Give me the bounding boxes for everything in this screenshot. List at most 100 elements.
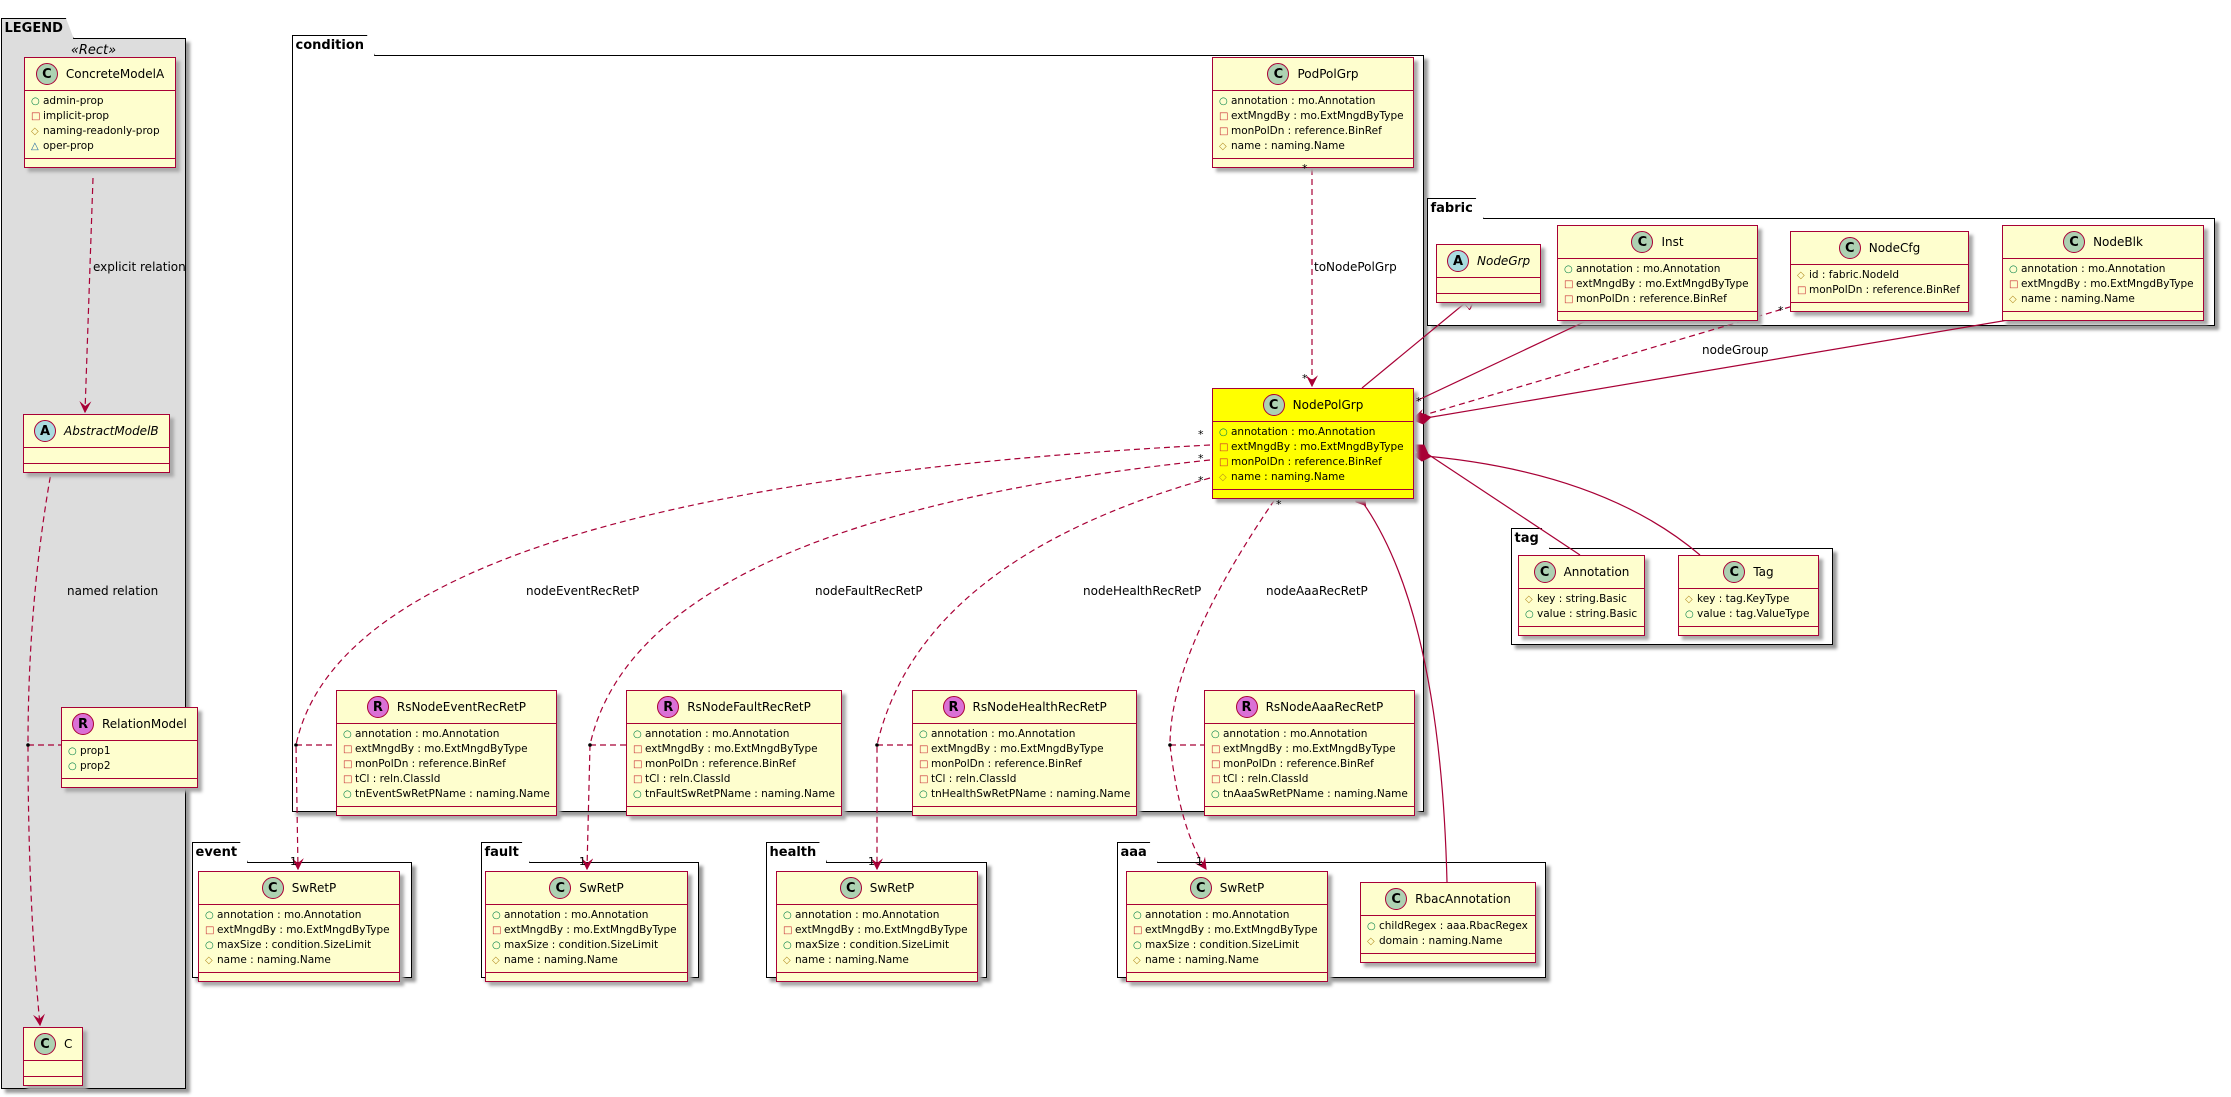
class-icon: C xyxy=(34,1033,56,1055)
private-icon: □ xyxy=(783,925,793,936)
class-attribute: ◇name : naming.Name xyxy=(492,953,681,968)
public-icon: ○ xyxy=(205,910,214,921)
class-name: Annotation xyxy=(1563,565,1630,579)
node-blk-line xyxy=(1412,312,2051,425)
class-header: R RsNodeHealthRecRetP xyxy=(913,691,1137,724)
attribute-text: name : naming.Name xyxy=(504,954,618,966)
class-attribute: ○annotation : mo.Annotation xyxy=(2009,262,2197,277)
public-icon: ○ xyxy=(633,789,642,800)
protected-icon: ◇ xyxy=(1685,594,1693,605)
private-icon: □ xyxy=(633,744,643,755)
class-methods xyxy=(1519,627,1644,635)
package-title: fabric xyxy=(1427,198,1484,219)
class-name: RsNodeHealthRecRetP xyxy=(972,700,1107,714)
package-legend: LEGEND «Rect» xyxy=(1,38,186,1089)
class-attribute: ○annotation : mo.Annotation xyxy=(633,727,835,742)
attribute-text: annotation : mo.Annotation xyxy=(1231,426,1376,438)
multiplicity: * xyxy=(1778,304,1784,317)
attribute-text: oper-prop xyxy=(43,140,94,152)
private-icon: □ xyxy=(205,925,215,936)
public-icon: ○ xyxy=(1219,96,1228,107)
relation-class-icon: R xyxy=(942,696,965,718)
private-icon: □ xyxy=(31,111,41,122)
class-attributes: ○prop1○prop2 xyxy=(62,741,197,779)
class-attribute: □extMngdBy : mo.ExtMngdByType xyxy=(1211,742,1408,757)
class-name: SwRetP xyxy=(869,881,915,895)
package-title: aaa xyxy=(1117,842,1158,863)
class-methods xyxy=(1558,312,1757,320)
class-attributes: ○annotation : mo.Annotation□extMngdBy : … xyxy=(1205,724,1414,807)
abstract-class-icon: A xyxy=(34,420,56,442)
attribute-text: prop2 xyxy=(80,760,111,772)
explicit-relation-label: explicit relation xyxy=(93,260,186,274)
class-icon: C xyxy=(1267,63,1290,85)
class-methods xyxy=(1213,490,1413,498)
class-attribute: ◇naming-readonly-prop xyxy=(31,124,169,139)
private-icon: □ xyxy=(919,774,929,785)
class-attribute: □extMngdBy : mo.ExtMngdByType xyxy=(783,923,971,938)
multiplicity: 1 xyxy=(290,855,297,868)
class-attributes: ◇id : fabric.NodeId□monPolDn : reference… xyxy=(1791,265,1968,303)
package-title: condition xyxy=(292,35,376,56)
class-attribute: ○annotation : mo.Annotation xyxy=(492,908,681,923)
attribute-text: key : string.Basic xyxy=(1537,593,1627,605)
class-methods xyxy=(24,464,169,472)
class-methods xyxy=(913,807,1136,815)
class-attribute: □extMngdBy : mo.ExtMngdByType xyxy=(1564,277,1751,292)
class-methods xyxy=(486,973,687,981)
public-icon: ○ xyxy=(633,729,642,740)
protected-icon: ◇ xyxy=(205,955,213,966)
package-title: tag xyxy=(1511,528,1550,549)
class-attribute: □tCl : reln.ClassId xyxy=(633,772,835,787)
node-fault-rec-ret-p-label: nodeFaultRecRetP xyxy=(815,584,923,598)
attribute-text: monPolDn : reference.BinRef xyxy=(1576,293,1727,305)
private-icon: □ xyxy=(1797,285,1807,296)
attribute-text: extMngdBy : mo.ExtMngdByType xyxy=(1231,110,1404,122)
class-attribute: ○annotation : mo.Annotation xyxy=(1219,425,1407,440)
public-icon: ○ xyxy=(1133,910,1142,921)
protected-icon: ◇ xyxy=(783,955,791,966)
attribute-text: maxSize : condition.SizeLimit xyxy=(795,939,950,951)
attribute-text: childRegex : aaa.RbacRegex xyxy=(1379,920,1528,932)
class-name: RsNodeAaaRecRetP xyxy=(1265,700,1384,714)
attribute-text: tnAaaSwRetPName : naming.Name xyxy=(1223,788,1408,800)
class-attribute: ○maxSize : condition.SizeLimit xyxy=(205,938,393,953)
class-attributes: ○annotation : mo.Annotation□extMngdBy : … xyxy=(1213,91,1413,159)
attribute-text: extMngdBy : mo.ExtMngdByType xyxy=(355,743,528,755)
class-name: RbacAnnotation xyxy=(1415,892,1511,906)
public-icon: ○ xyxy=(1367,921,1376,932)
class-attribute: □monPolDn : reference.BinRef xyxy=(633,757,835,772)
attribute-text: tnFaultSwRetPName : naming.Name xyxy=(645,788,836,800)
private-icon: □ xyxy=(1219,111,1229,122)
private-icon: □ xyxy=(1211,774,1221,785)
class-name: NodePolGrp xyxy=(1292,398,1364,412)
class-icon: C xyxy=(261,877,284,899)
class-attribute: ○annotation : mo.Annotation xyxy=(783,908,971,923)
public-icon: ○ xyxy=(1525,609,1534,620)
class-methods xyxy=(1361,954,1535,962)
